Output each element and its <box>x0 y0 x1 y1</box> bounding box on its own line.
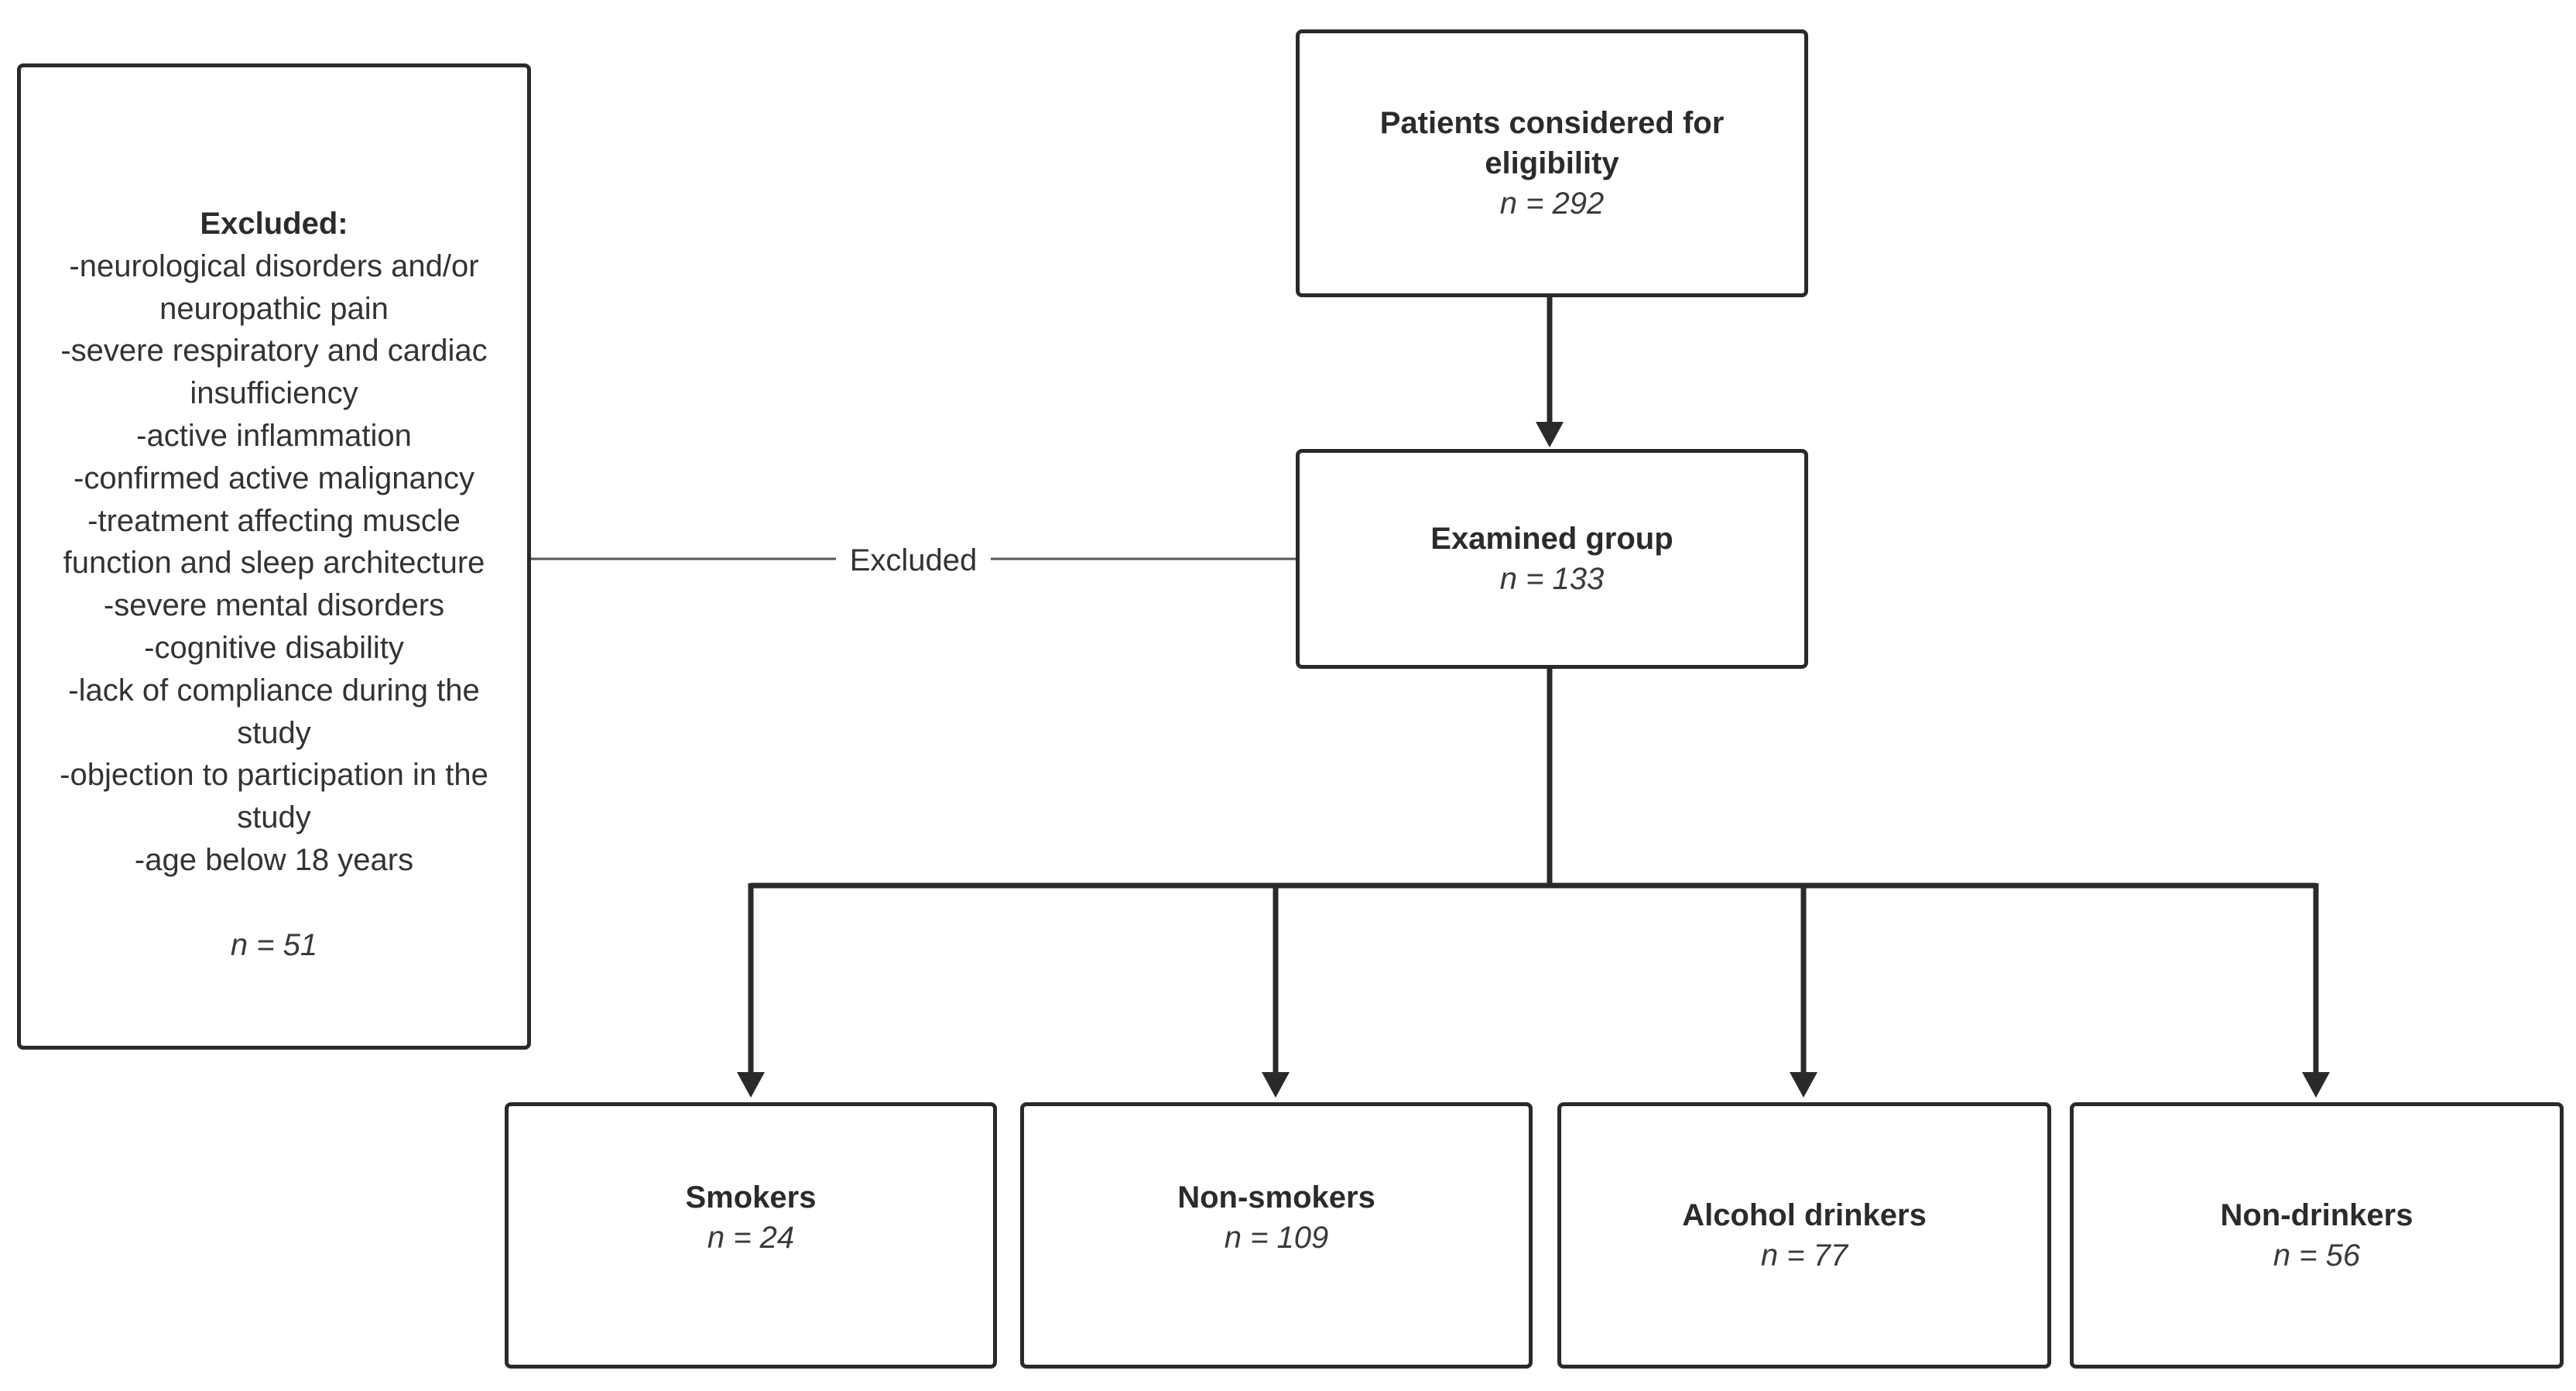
non-drinkers-box: Non-drinkers n = 56 <box>2070 1102 2564 1369</box>
excluded-criterion: neuropathic pain <box>159 291 389 326</box>
excluded-title: Excluded: <box>200 207 348 241</box>
excluded-count: n = 51 <box>230 927 318 962</box>
excluded-link-label: Excluded <box>836 539 991 582</box>
smokers-count: n = 24 <box>707 1221 795 1255</box>
examined-count: n = 133 <box>1499 562 1605 596</box>
arrowhead-non-smokers <box>1262 1072 1290 1098</box>
arrowhead-alcohol-drinkers <box>1790 1072 1817 1098</box>
excluded-criterion: -confirmed active malignancy <box>74 461 474 495</box>
eligibility-title: Patients considered for eligibility <box>1379 106 1725 180</box>
excluded-criterion: insufficiency <box>190 376 358 411</box>
alcohol-drinkers-count: n = 77 <box>1760 1239 1848 1273</box>
alcohol-drinkers-title: Alcohol drinkers <box>1682 1198 1927 1232</box>
excluded-criterion: -lack of compliance during the <box>68 673 480 707</box>
excluded-criterion: -age below 18 years <box>134 842 414 877</box>
examined-group-box: Examined group n = 133 <box>1296 449 1808 669</box>
excluded-criterion: -neurological disorders and/or <box>69 248 479 283</box>
arrowhead-examined <box>1536 422 1564 447</box>
excluded-criterion: -cognitive disability <box>144 630 404 665</box>
smokers-title: Smokers <box>685 1180 817 1215</box>
non-drinkers-count: n = 56 <box>2273 1239 2361 1273</box>
smokers-box: Smokers n = 24 <box>505 1102 997 1369</box>
non-smokers-title: Non-smokers <box>1177 1180 1375 1215</box>
alcohol-drinkers-box: Alcohol drinkers n = 77 <box>1557 1102 2051 1369</box>
examined-title: Examined group <box>1430 522 1673 556</box>
excluded-criterion: study <box>237 800 311 835</box>
excluded-criterion: -treatment affecting muscle <box>87 503 461 538</box>
non-drinkers-title: Non-drinkers <box>2220 1198 2413 1232</box>
excluded-criterion: -severe mental disorders <box>103 588 445 623</box>
non-smokers-count: n = 109 <box>1224 1221 1329 1255</box>
eligibility-count: n = 292 <box>1499 187 1605 221</box>
excluded-criterion: function and sleep architecture <box>63 546 485 581</box>
excluded-criterion: study <box>237 715 311 750</box>
excluded-criterion: -active inflammation <box>136 418 412 453</box>
excluded-criterion: -severe respiratory and cardiac <box>60 334 488 368</box>
excluded-box: Excluded: -neurological disorders and/or… <box>17 63 531 1050</box>
excluded-criterion: -objection to participation in the <box>60 758 488 793</box>
non-smokers-box: Non-smokers n = 109 <box>1020 1102 1533 1369</box>
eligibility-box: Patients considered for eligibility n = … <box>1296 29 1808 297</box>
arrowhead-smokers <box>737 1072 765 1098</box>
arrowhead-non-drinkers <box>2302 1072 2330 1098</box>
